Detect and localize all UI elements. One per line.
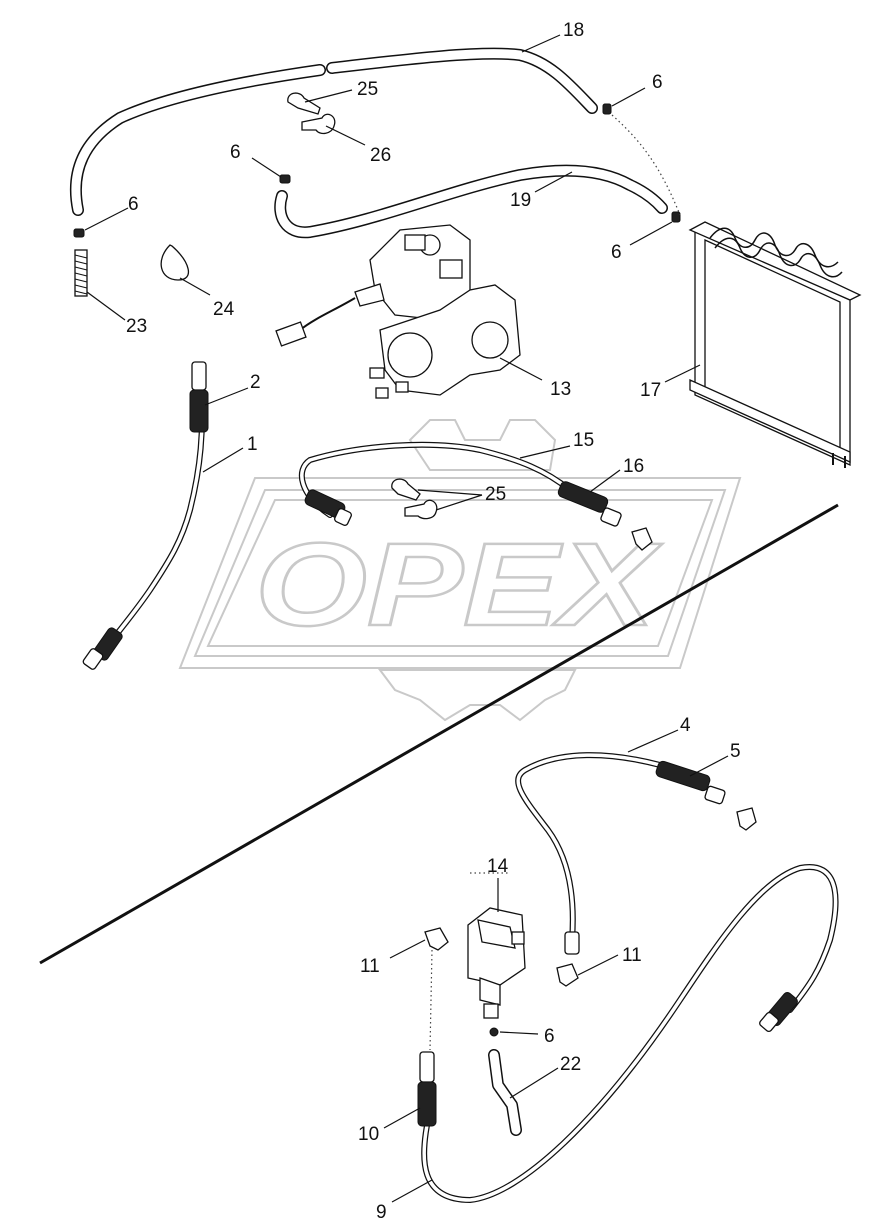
tie-strap-24 bbox=[160, 244, 189, 281]
label-15: 15 bbox=[573, 430, 594, 451]
hose-22 bbox=[488, 1049, 522, 1136]
hose-1 bbox=[97, 377, 205, 658]
label-10: 10 bbox=[358, 1124, 379, 1145]
hose-19 bbox=[274, 164, 668, 239]
hose-9 bbox=[421, 863, 839, 1203]
label-9: 9 bbox=[376, 1202, 387, 1223]
label-6-top-right: 6 bbox=[652, 72, 663, 93]
connection-dotted-top bbox=[611, 114, 681, 216]
clamp-26-top bbox=[301, 113, 336, 135]
label-24: 24 bbox=[213, 299, 235, 320]
elbow-fitting-11-right bbox=[556, 963, 579, 987]
label-25-top: 25 bbox=[357, 79, 378, 100]
label-6-top-mid: 6 bbox=[230, 142, 241, 163]
elbow-fitting-5 bbox=[736, 807, 757, 831]
label-16: 16 bbox=[623, 456, 644, 477]
hose-clamp-6-left bbox=[73, 228, 85, 238]
watermark-text: OPEX bbox=[255, 519, 663, 651]
label-19: 19 bbox=[510, 190, 531, 211]
hose-4 bbox=[515, 752, 663, 943]
section-divider bbox=[39, 503, 839, 965]
callout-labels: 18 25 26 6 19 6 6 6 23 24 13 17 2 1 15 1… bbox=[126, 20, 741, 1223]
hose-18 bbox=[69, 47, 598, 216]
hose-clamp-6-bottom bbox=[489, 1027, 499, 1037]
clamp-25-top bbox=[287, 92, 321, 115]
label-6-left: 6 bbox=[128, 194, 139, 215]
hose-fitting-9-end bbox=[759, 991, 798, 1033]
label-18: 18 bbox=[563, 20, 584, 41]
spring-23 bbox=[74, 249, 88, 297]
label-26: 26 bbox=[370, 145, 391, 166]
leader-lines bbox=[84, 34, 729, 1203]
hose-fitting-15 bbox=[304, 489, 352, 526]
hose-fitting-2 bbox=[189, 361, 209, 433]
hose-fitting-10 bbox=[417, 1051, 437, 1127]
clamp-25-middle-b bbox=[404, 499, 438, 520]
elbow-fitting-top bbox=[631, 527, 653, 551]
label-13: 13 bbox=[550, 379, 571, 400]
label-6-bottom: 6 bbox=[544, 1026, 555, 1047]
pump-13 bbox=[275, 224, 521, 399]
hose-clamp-6-top-mid bbox=[279, 174, 291, 184]
label-17: 17 bbox=[640, 380, 661, 401]
label-25-middle: 25 bbox=[485, 484, 506, 505]
hose-clamp-6-top-right bbox=[602, 103, 612, 115]
hose-fitting-5 bbox=[655, 760, 726, 805]
clamp-25-middle-a bbox=[391, 478, 421, 501]
label-6-right: 6 bbox=[611, 242, 622, 263]
hose-fitting-1-bottom bbox=[82, 627, 123, 670]
valve-14 bbox=[467, 872, 526, 1019]
label-1: 1 bbox=[247, 434, 258, 455]
label-11-left: 11 bbox=[360, 956, 380, 977]
label-14: 14 bbox=[487, 856, 509, 877]
hose-fitting-16 bbox=[557, 481, 622, 527]
label-11-right: 11 bbox=[622, 945, 642, 966]
hose-clamp-6-right bbox=[671, 211, 681, 223]
label-23: 23 bbox=[126, 316, 147, 337]
opex-watermark: OPEX bbox=[178, 419, 742, 722]
cooler-17 bbox=[688, 221, 862, 468]
fitting-4-bottom bbox=[564, 931, 580, 955]
connection-dotted-bottom bbox=[429, 949, 433, 1051]
label-5: 5 bbox=[730, 741, 741, 762]
label-4: 4 bbox=[680, 715, 691, 736]
label-22: 22 bbox=[560, 1054, 581, 1075]
elbow-fitting-11-left bbox=[424, 927, 449, 951]
hose-15 bbox=[298, 441, 573, 518]
label-2: 2 bbox=[250, 372, 261, 393]
